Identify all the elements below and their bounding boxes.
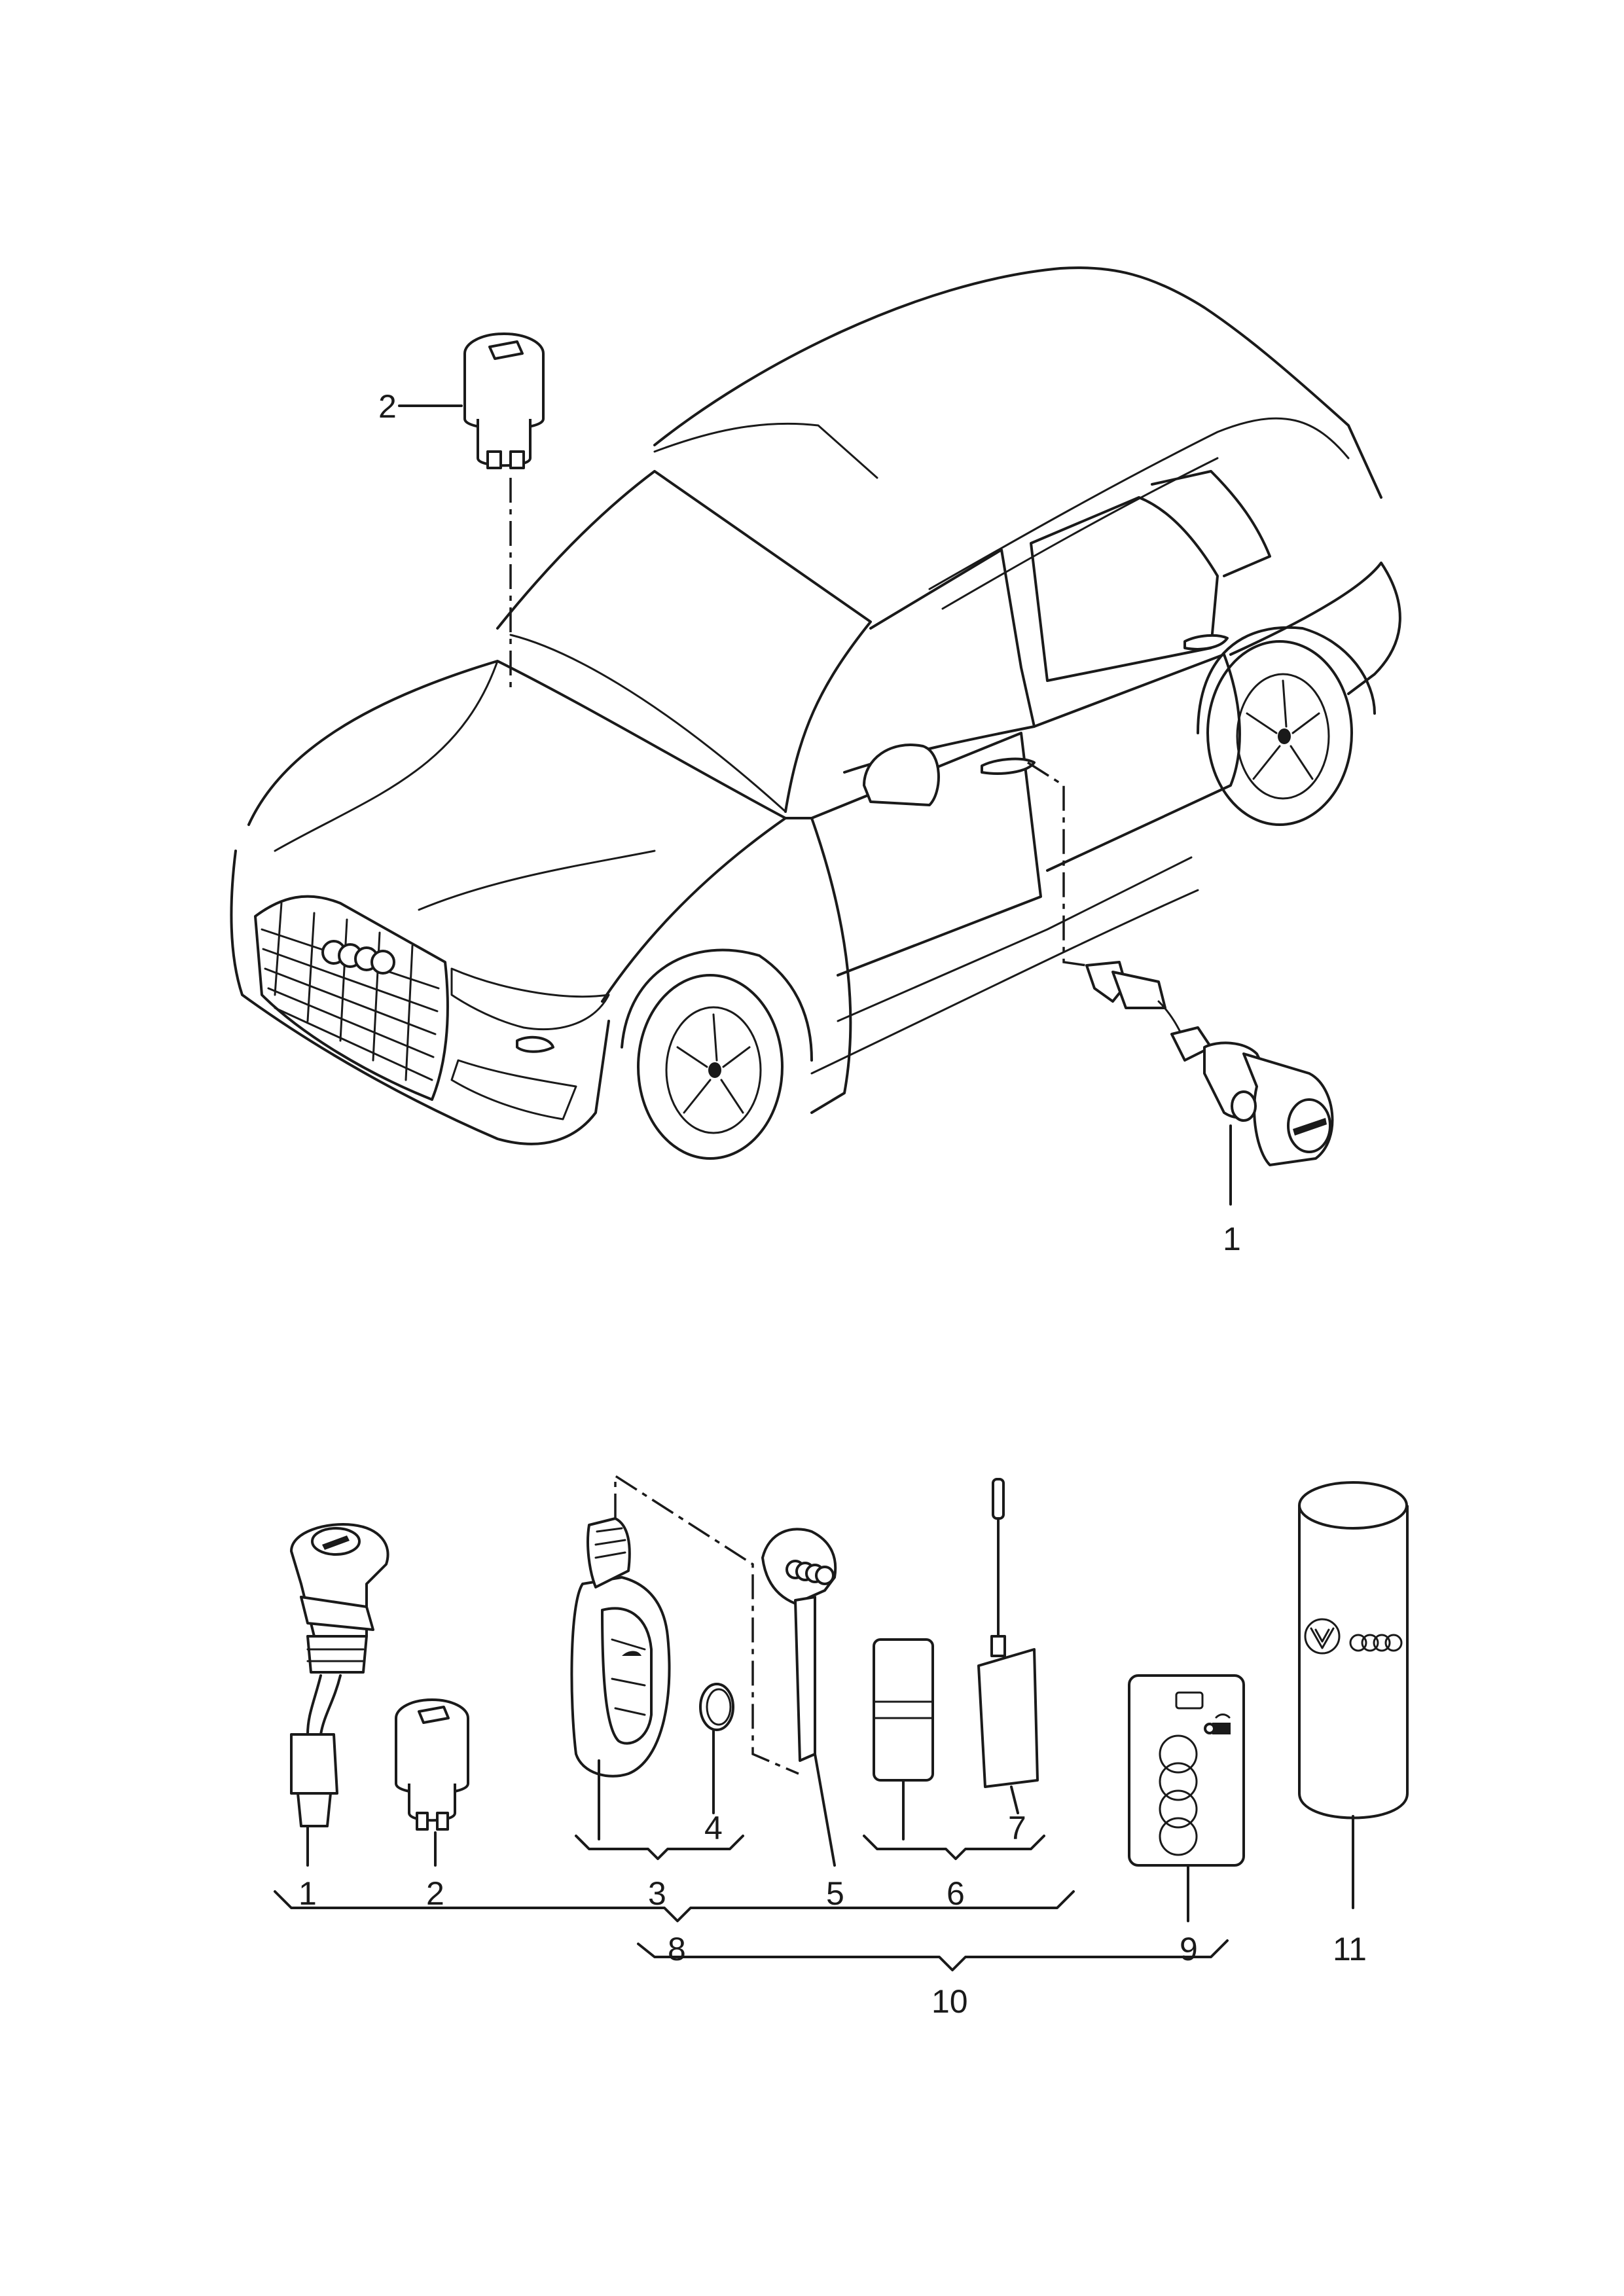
callout-b7: 7	[1008, 1810, 1026, 1846]
leader-b5	[814, 1753, 836, 1867]
leader-b7	[1010, 1785, 1019, 1814]
information-card	[1128, 1674, 1245, 1867]
callout-b5: 5	[826, 1875, 844, 1912]
card-transponder	[873, 1638, 934, 1782]
callout-b1: 1	[298, 1875, 317, 1912]
callout-b9: 9	[1180, 1931, 1198, 1967]
remote-key-fob	[570, 1517, 671, 1778]
lock-cylinder-part	[395, 1698, 469, 1831]
callout-b2: 2	[426, 1875, 444, 1912]
bracket-8	[274, 1890, 1075, 1922]
callout-b10: 10	[931, 1983, 968, 2020]
antenna-tag	[977, 1478, 1039, 1788]
callout-b8: 8	[668, 1931, 686, 1967]
bracket-3	[575, 1835, 744, 1860]
callout-top-1: 1	[1223, 1221, 1241, 1257]
coin-battery	[699, 1683, 734, 1731]
bracket-6	[863, 1835, 1045, 1860]
emergency-key-blade	[761, 1528, 837, 1762]
bracket-10	[637, 1939, 1229, 1971]
callout-b11: 11	[1333, 1931, 1367, 1967]
callout-b4: 4	[704, 1810, 723, 1846]
callout-b3: 3	[648, 1875, 666, 1912]
cylindrical-case	[1298, 1481, 1409, 1820]
vehicle-illustration	[230, 266, 1401, 1160]
leader-dash-key	[614, 1473, 799, 1775]
door-lock-assembly-top	[1085, 961, 1334, 1166]
door-lock-cylinder-part	[290, 1523, 389, 1827]
lock-cylinder-top	[463, 332, 545, 469]
callout-b6: 6	[947, 1875, 965, 1912]
leader-dash-door-lock	[1027, 761, 1087, 967]
callout-top-2: 2	[378, 388, 397, 425]
